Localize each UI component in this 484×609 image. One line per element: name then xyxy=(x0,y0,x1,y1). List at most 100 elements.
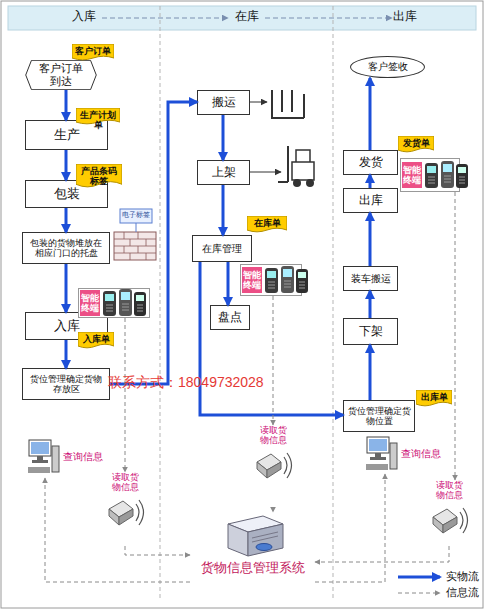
start-label: 客户订单到达 xyxy=(34,62,88,87)
keyboard xyxy=(366,464,388,470)
box-label: 装车搬运 xyxy=(351,273,391,285)
process-box: 搬运 xyxy=(197,90,250,115)
goods-flow-arrow xyxy=(65,340,68,368)
box-label: 货位管理确定货物存放区 xyxy=(26,374,106,395)
device-screen xyxy=(458,167,466,173)
handheld-icon xyxy=(102,288,148,318)
document-label: 客户订单 xyxy=(75,46,111,56)
keyboard xyxy=(28,467,50,473)
document-label: 发货单 xyxy=(403,138,430,148)
pc-tower xyxy=(390,443,397,469)
tag-wire xyxy=(136,223,137,232)
device-screen xyxy=(298,272,306,278)
device-screen xyxy=(443,164,452,172)
handheld-terminal: 智能终端 xyxy=(400,158,460,192)
column-divider xyxy=(160,6,161,600)
server-icon xyxy=(218,512,288,558)
document-label: 出库单 xyxy=(421,392,448,402)
device-screen xyxy=(283,269,292,277)
box-label: 在库管理 xyxy=(202,243,242,255)
legend-sample xyxy=(398,576,440,579)
info-flow-line xyxy=(455,192,456,480)
document-label: 入库单 xyxy=(83,334,110,344)
box-label: 盘点 xyxy=(218,311,242,325)
computer-icon xyxy=(28,438,60,476)
device-body xyxy=(296,269,308,293)
box-label: 客户签收 xyxy=(368,61,408,73)
terminal-label: 智能终端 xyxy=(80,290,100,316)
goods-flow-arrow xyxy=(369,291,372,318)
pallet-fork-picture xyxy=(272,90,304,118)
process-box: 包装的货物堆放在相应门口的托盘 xyxy=(22,232,110,264)
device-body xyxy=(425,163,438,188)
read-label: 读取货物信息 xyxy=(110,472,140,493)
monitor-base xyxy=(370,457,386,460)
forklift-wheel xyxy=(306,179,314,187)
info-flow-line xyxy=(125,318,126,472)
device-body xyxy=(134,292,146,316)
document-flag: 发货单 xyxy=(398,136,434,154)
radio-waves xyxy=(284,453,292,478)
process-box: 装车搬运 xyxy=(343,266,398,291)
pallet-stack-picture xyxy=(114,209,156,260)
goods-flow-arrow xyxy=(227,262,230,305)
monitor-screen xyxy=(369,439,387,451)
monitor xyxy=(29,440,51,456)
reader-side xyxy=(119,509,133,525)
device-screen xyxy=(105,294,114,301)
system-label: 货物信息管理系统 xyxy=(201,561,305,576)
goods-flow-arrow xyxy=(65,90,68,120)
document-flag: 生产计划单 xyxy=(76,108,120,126)
read-label: 读取货物信息 xyxy=(258,425,288,446)
box-label: 下架 xyxy=(359,325,383,339)
box-label: 包装的货物堆放在相应门口的托盘 xyxy=(26,238,106,259)
legend-label: 信息流 xyxy=(446,586,479,599)
terminal-label: 智能终端 xyxy=(402,162,422,188)
goods-flow-arrow xyxy=(110,102,197,384)
device-screen xyxy=(136,295,144,301)
goods-flow-arrow xyxy=(369,345,372,400)
process-box: 出库 xyxy=(343,188,398,213)
column-header: 在库 xyxy=(160,10,333,23)
computer-icon xyxy=(366,435,398,473)
handheld-terminal: 智能终端 xyxy=(240,264,302,296)
forklift-wheel xyxy=(293,179,301,187)
forklift-cab xyxy=(296,150,310,162)
pc-tower xyxy=(52,446,59,472)
brick-stack xyxy=(114,232,156,260)
document-flag: 客户订单 xyxy=(72,44,114,62)
device-body xyxy=(103,291,116,316)
box-label: 入库 xyxy=(54,319,80,334)
device-body xyxy=(265,268,278,293)
flag-shape xyxy=(76,164,122,187)
document-label: 在库单 xyxy=(254,218,281,228)
forklift-picture xyxy=(278,146,314,187)
contact-watermark: 联系方式：18049732028 xyxy=(108,375,298,390)
radio-waves xyxy=(136,500,144,525)
flag-shape xyxy=(78,332,114,348)
goods-flow-arrow xyxy=(222,185,225,235)
server-slots xyxy=(252,532,278,542)
pointer-line xyxy=(250,102,267,103)
query-computer: 查询信息 xyxy=(28,436,118,478)
server-system: 货物信息管理系统 xyxy=(190,512,315,590)
reader-icon xyxy=(429,503,469,537)
info-flow-line xyxy=(45,478,190,582)
radio-waves xyxy=(460,508,468,533)
database-disk xyxy=(256,544,272,551)
reader-icon xyxy=(105,495,145,529)
rfid-reader: 读取货物信息 xyxy=(424,480,474,546)
query-computer: 查询信息 xyxy=(366,434,452,474)
column-divider xyxy=(333,6,334,600)
forklift-body xyxy=(292,162,314,180)
box-label: 搬运 xyxy=(212,96,236,110)
monitor-neck xyxy=(375,453,381,457)
reader-side xyxy=(267,462,281,478)
goods-flow-arrow xyxy=(369,213,372,266)
flag-shape xyxy=(72,44,114,60)
read-label: 读取货物信息 xyxy=(434,480,464,501)
goods-flow-arrow xyxy=(200,262,343,415)
